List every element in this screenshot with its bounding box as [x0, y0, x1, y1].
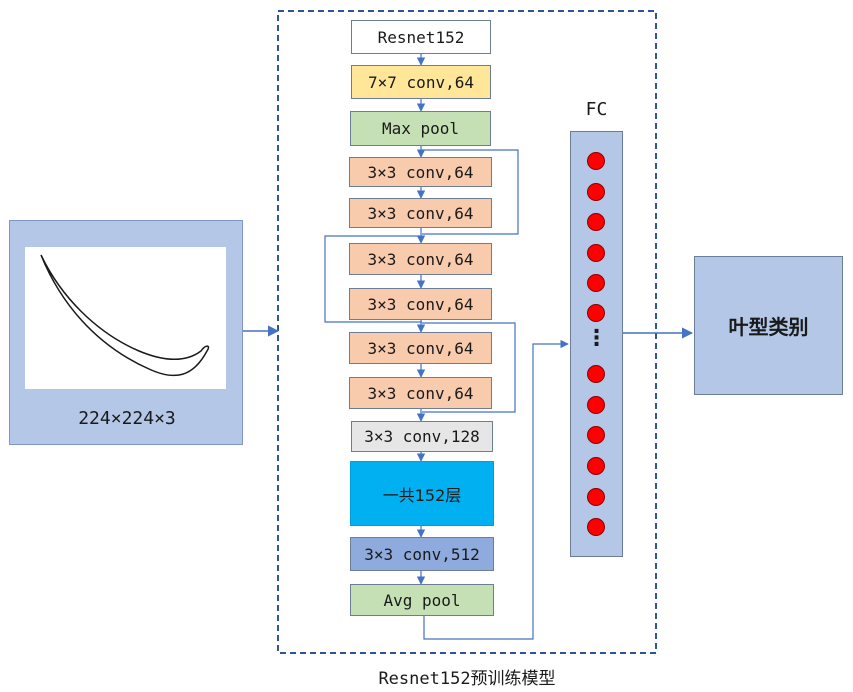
fc-node [587, 244, 605, 262]
fc-node [587, 518, 605, 536]
arrow-avgpool-to-fc [423, 339, 569, 640]
output-label: 叶型类别 [728, 315, 809, 339]
skip-connection-2 [324, 235, 422, 323]
fc-node [587, 457, 605, 475]
layer-box-5: 3×3 conv,64 [349, 198, 492, 228]
fc-node [587, 365, 605, 383]
input-image [25, 247, 226, 389]
output-box: 叶型类别 [694, 256, 843, 395]
fc-layer: ⋮ [570, 131, 623, 557]
skip-connection-3 [422, 322, 516, 413]
fc-ellipsis: ⋮ [585, 326, 608, 351]
layer-box-6: 3×3 conv,64 [349, 243, 492, 275]
layer-box-12: 3×3 conv,512 [350, 537, 494, 571]
layer-box-1: Resnet152 [351, 20, 491, 54]
fc-node [587, 213, 605, 231]
fc-node [587, 426, 605, 444]
layer-box-9: 3×3 conv,64 [349, 377, 492, 409]
fc-node [587, 488, 605, 506]
layer-box-3: Max pool [350, 111, 491, 146]
skip-connection-1 [422, 149, 519, 235]
layer-box-13: Avg pool [350, 584, 494, 616]
input-size-label: 224×224×3 [78, 408, 176, 429]
input-panel: 224×224×3 [9, 220, 243, 445]
layer-box-7: 3×3 conv,64 [349, 288, 492, 320]
layer-box-4: 3×3 conv,64 [349, 157, 492, 187]
layer-box-10: 3×3 conv,128 [351, 421, 493, 452]
fc-node [587, 304, 605, 322]
fc-node [587, 274, 605, 292]
fc-title: FC [585, 99, 608, 120]
fc-node [587, 183, 605, 201]
fc-node [587, 396, 605, 414]
layer-box-2: 7×7 conv,64 [351, 65, 491, 99]
model-caption: Resnet152预训练模型 [378, 669, 556, 689]
layer-box-11: 一共152层 [350, 461, 494, 526]
blade-profile-image [40, 254, 210, 377]
layer-box-8: 3×3 conv,64 [349, 332, 492, 364]
fc-node [587, 152, 605, 170]
